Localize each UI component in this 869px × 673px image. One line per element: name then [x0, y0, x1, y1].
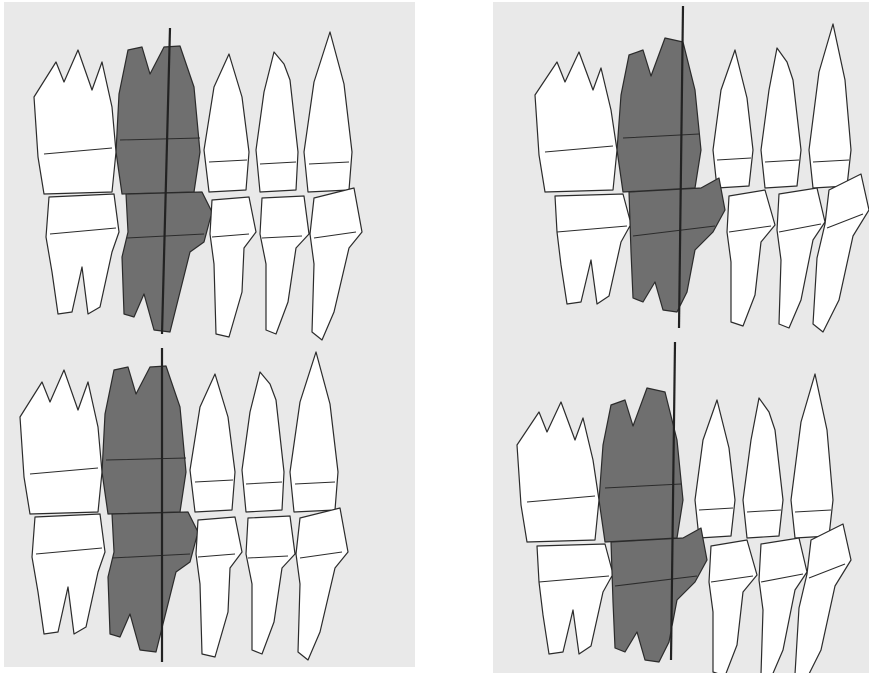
upper-arch-teeth — [20, 352, 338, 514]
lower-second-premolar — [210, 197, 256, 337]
lower-canine — [310, 188, 362, 340]
lower-canine — [795, 524, 851, 673]
upper-first-premolar — [242, 372, 284, 512]
lower-first-premolar — [260, 196, 309, 334]
upper-first-premolar — [743, 398, 783, 538]
upper-canine — [304, 32, 352, 192]
upper-second-premolar — [204, 54, 249, 192]
upper-second-premolar — [190, 374, 235, 512]
lower-canine — [813, 174, 869, 332]
dental-occlusion-panel-right — [493, 2, 869, 673]
occlusion-illustration-lower — [517, 342, 851, 673]
lower-first-molar — [629, 178, 725, 312]
occlusion-illustration-lower — [20, 348, 348, 662]
upper-second-premolar — [713, 50, 753, 188]
upper-second-premolar — [695, 400, 735, 538]
upper-second-molar — [535, 52, 617, 192]
lower-second-molar — [46, 194, 119, 314]
lower-second-premolar — [727, 190, 775, 326]
occlusion-illustration-upper — [535, 6, 869, 332]
lower-second-molar — [537, 544, 613, 654]
upper-canine — [791, 374, 833, 538]
lower-arch-teeth — [537, 524, 851, 673]
upper-first-molar — [102, 366, 186, 514]
lower-arch-teeth — [555, 174, 869, 332]
dental-occlusion-panel-left — [4, 2, 415, 667]
upper-second-molar — [34, 50, 116, 194]
occlusion-illustration-upper — [34, 28, 362, 340]
lower-first-molar — [122, 192, 212, 332]
upper-canine — [809, 24, 851, 188]
lower-second-premolar — [196, 517, 242, 657]
lower-first-molar — [611, 528, 707, 662]
upper-canine — [290, 352, 338, 512]
lower-first-premolar — [246, 516, 295, 654]
lower-second-molar — [32, 514, 105, 634]
upper-first-molar — [617, 38, 701, 192]
lower-second-premolar — [709, 540, 757, 673]
lower-first-molar — [108, 512, 198, 652]
upper-arch-teeth — [34, 32, 352, 194]
lower-canine — [296, 508, 348, 660]
upper-second-molar — [20, 370, 102, 514]
lower-arch-teeth — [46, 188, 362, 340]
upper-arch-teeth — [535, 24, 851, 192]
upper-first-premolar — [256, 52, 298, 192]
lower-second-molar — [555, 194, 631, 304]
upper-second-molar — [517, 402, 599, 542]
upper-first-molar — [599, 388, 683, 542]
upper-first-molar — [116, 46, 200, 194]
occlusion-drawings-right — [493, 2, 869, 673]
occlusion-drawings-left — [4, 2, 415, 667]
lower-arch-teeth — [32, 508, 348, 660]
upper-first-premolar — [761, 48, 801, 188]
